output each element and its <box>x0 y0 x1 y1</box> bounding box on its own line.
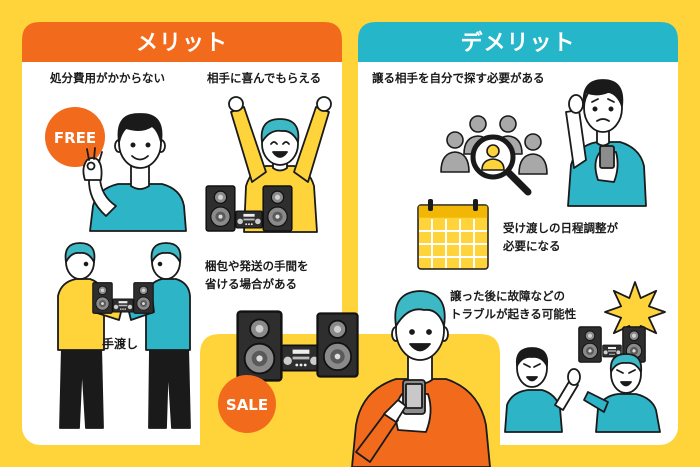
demerit-item-2-text-line-2: 必要になる <box>502 239 561 253</box>
search-people-icon <box>440 115 548 196</box>
sale-badge: SALE <box>218 375 276 433</box>
phone-icon <box>599 145 615 169</box>
amplifier <box>280 344 322 372</box>
demerit-item-3-text-line-1: 譲った後に故障などの <box>450 289 565 303</box>
speaker-right <box>316 312 359 378</box>
magnifier-handle <box>504 168 532 196</box>
ok-hand-person-icon <box>82 113 187 232</box>
cheering-person-icon <box>228 96 332 233</box>
free-badge-circle <box>45 107 105 167</box>
merit-item-2-text: 相手に喜んでもらえる <box>207 71 321 85</box>
speaker-left <box>578 326 602 363</box>
demerit-header <box>358 22 678 62</box>
speaker-right <box>262 185 293 232</box>
handover-caption: 手渡し <box>102 336 138 351</box>
demerit-item-3-text-line-2: トラブルが起きる可能性 <box>450 307 577 321</box>
amplifier <box>112 298 134 313</box>
calendar-icon <box>417 199 489 270</box>
amplifier <box>235 210 263 229</box>
speaker-left <box>236 310 283 382</box>
free-badge-label: FREE <box>54 129 96 147</box>
labels: メリット デメリット 処分費用がかからない 相手に喜んでもらえる 梱包や発送の手… <box>49 30 618 351</box>
demerit-title: デメリット <box>460 30 575 56</box>
merit-item-3-text-line-2: 省ける場合がある <box>204 277 297 291</box>
merit-header <box>22 22 342 62</box>
speaker-left <box>92 282 113 314</box>
merit-item-1-text: 処分費用がかからない <box>49 71 165 85</box>
merit-item-3-text-line-1: 梱包や発送の手間を <box>205 259 309 273</box>
sale-badge-label: SALE <box>226 396 268 414</box>
sale-badge-circle <box>218 375 276 433</box>
speaker-right <box>133 282 154 314</box>
demerit-item-2-text-line-1: 受け渡しの日程調整が <box>503 221 618 235</box>
free-badge: FREE <box>45 107 105 167</box>
worried-person-icon <box>565 79 647 207</box>
merit-title: メリット <box>136 31 228 56</box>
arguing-people-icon <box>504 347 661 433</box>
speaker-left <box>205 185 236 232</box>
demerit-item-1-text: 譲る相手を自分で探す必要がある <box>372 71 545 85</box>
phone-pointing-person-icon <box>351 290 491 467</box>
